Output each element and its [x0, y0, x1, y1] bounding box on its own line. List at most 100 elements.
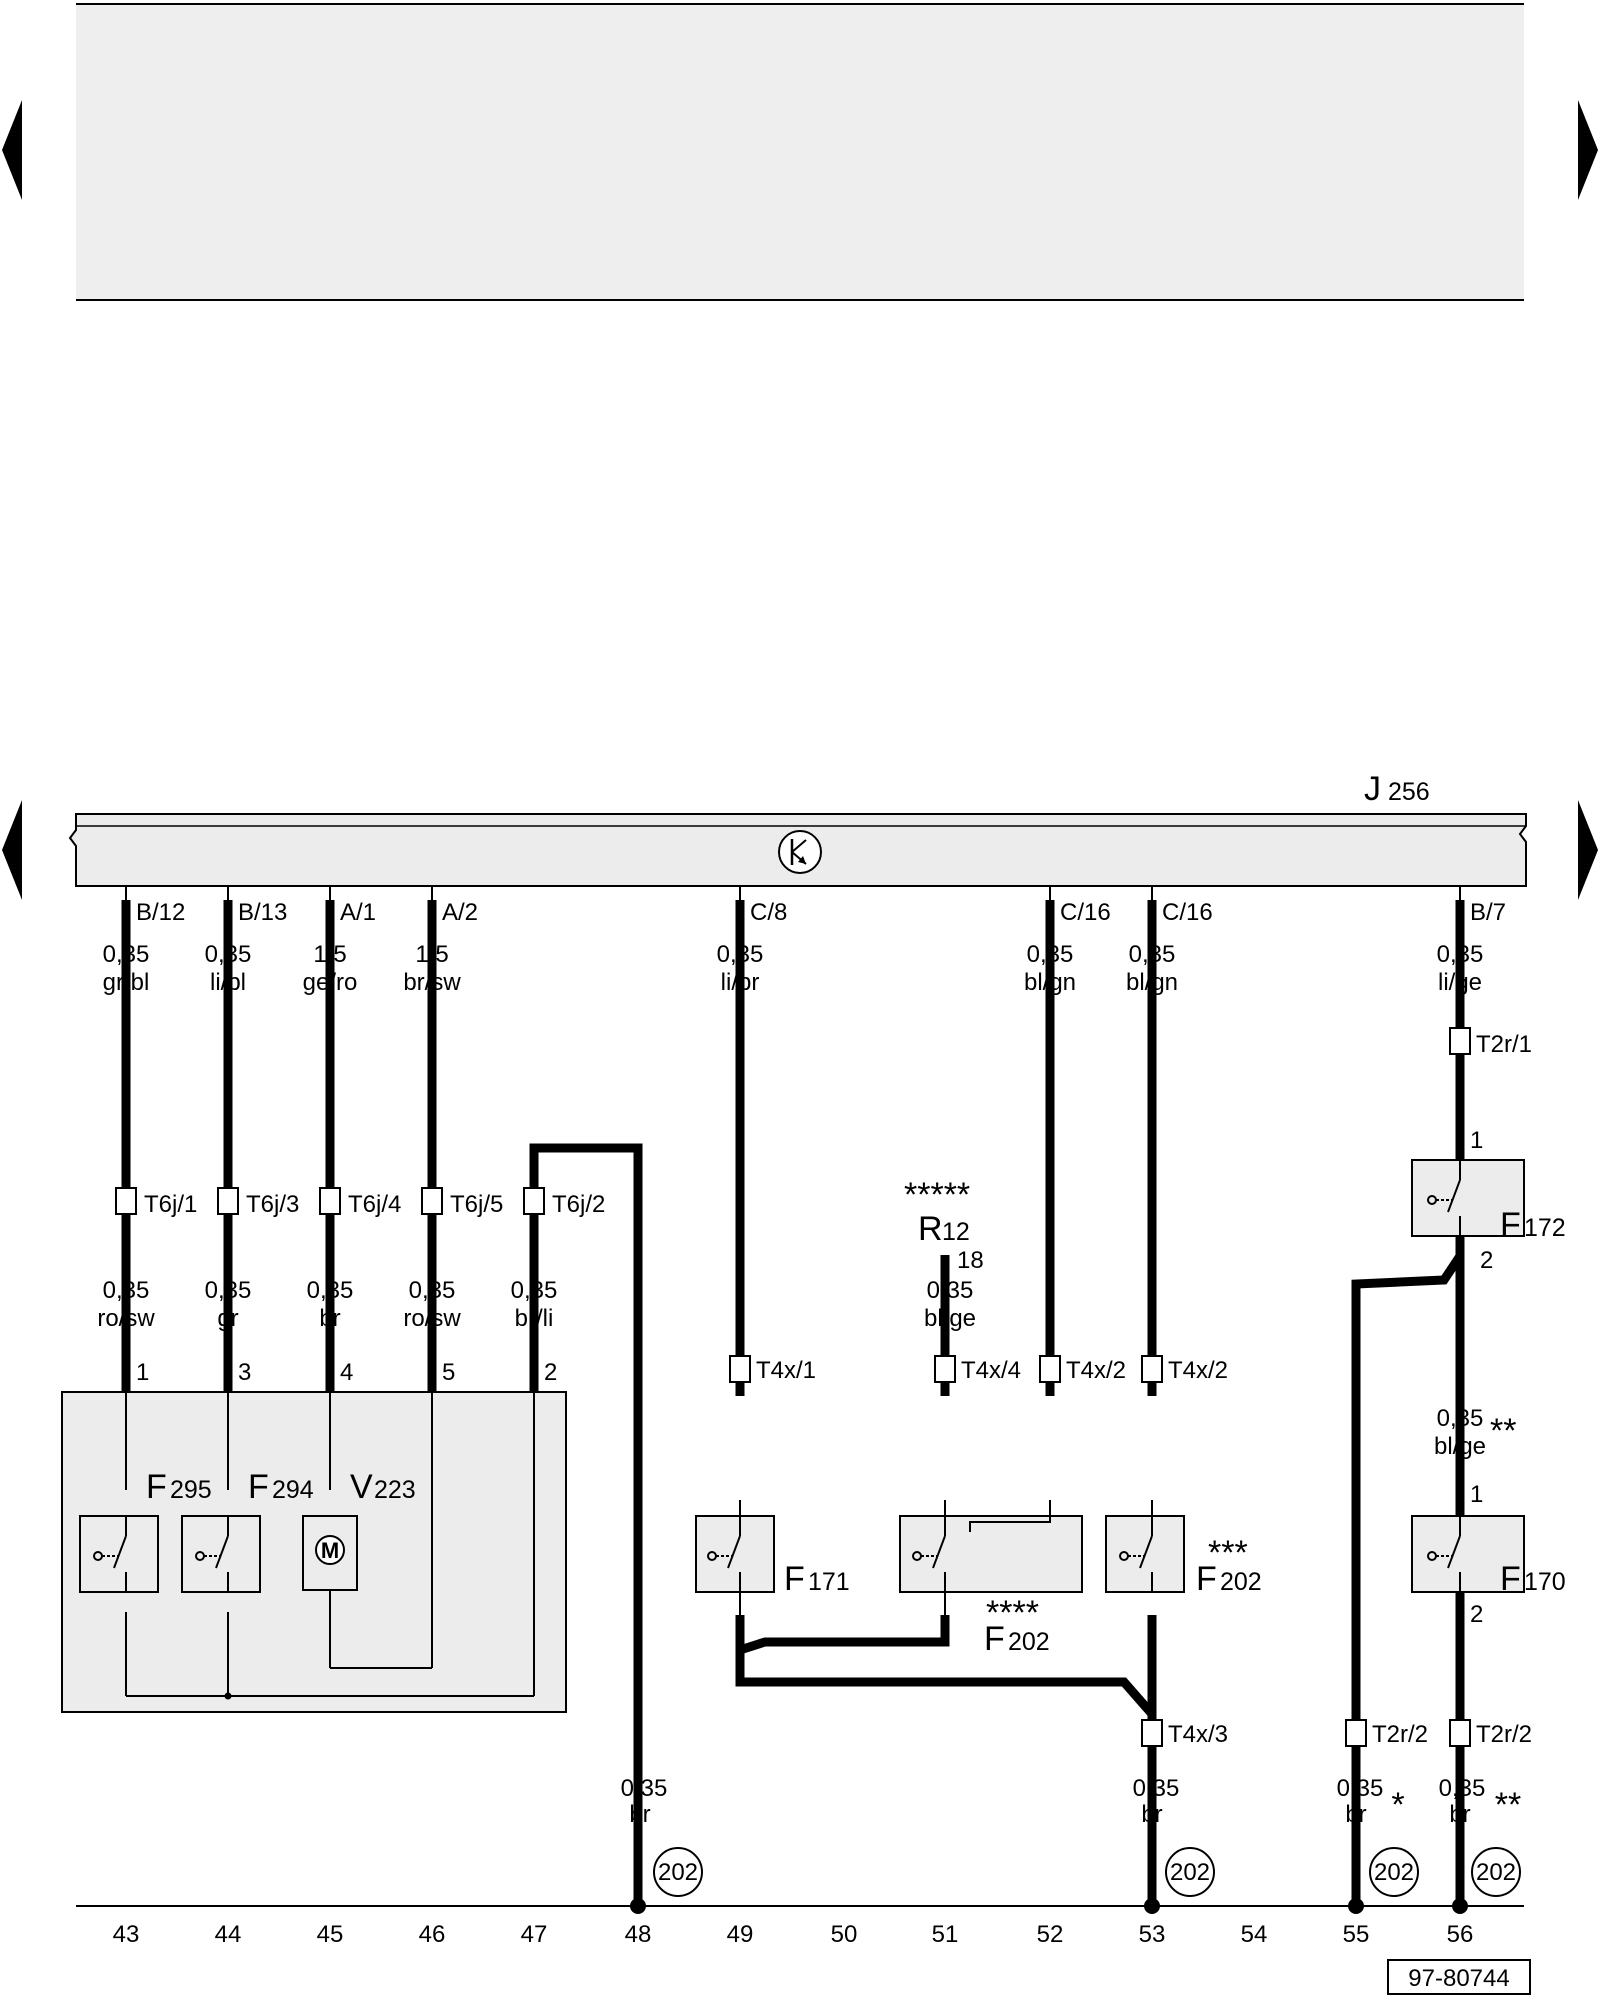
svg-text:T4x/2: T4x/2 [1168, 1357, 1228, 1384]
svg-text:5: 5 [442, 1359, 455, 1386]
lower-left-wire-labels: 0,35 ro/sw 0,35 gr 0,35 br 0,35 ro/sw 0,… [97, 1277, 557, 1332]
svg-text:48: 48 [625, 1921, 652, 1948]
svg-text:0,35: 0,35 [1439, 1775, 1486, 1802]
svg-text:ro/sw: ro/sw [403, 1305, 461, 1332]
connector-label: T6j/5 [450, 1191, 503, 1218]
svg-text:0,35: 0,35 [103, 1277, 150, 1304]
svg-text:172: 172 [1524, 1214, 1566, 1242]
wire-color: li/ge [1438, 969, 1482, 996]
svg-text:br: br [319, 1305, 340, 1332]
svg-text:2: 2 [1470, 1601, 1483, 1628]
wire-f171-t4x3 [735, 1640, 1156, 1717]
drawing-ref-box [1387, 1959, 1531, 1995]
svg-text:F: F [784, 1560, 805, 1598]
svg-text:gr: gr [217, 1305, 238, 1332]
connector-icon [421, 1187, 443, 1215]
svg-text:***: *** [1208, 1534, 1248, 1572]
ground-point-icon [653, 1847, 703, 1897]
svg-text:49: 49 [727, 1921, 754, 1948]
control-unit-number: 256 [1388, 778, 1430, 806]
connector-label: T6j/3 [246, 1191, 299, 1218]
wire-color: bl/gn [1024, 969, 1076, 996]
svg-text:F: F [248, 1468, 269, 1506]
connector-label: T6j/1 [144, 1191, 197, 1218]
svg-text:47: 47 [521, 1921, 548, 1948]
bar-stubs [125, 886, 1461, 900]
drawing-ref: 97-80744 [1408, 1965, 1509, 1992]
pin-label: A/2 [442, 899, 478, 926]
svg-text:**: ** [1495, 1786, 1521, 1824]
svg-text:52: 52 [1037, 1921, 1064, 1948]
svg-text:V: V [350, 1468, 373, 1506]
pin-label: C/16 [1060, 899, 1111, 926]
switch-f202-dual [899, 1515, 1083, 1593]
prev-section-arrow-icon[interactable] [2, 800, 22, 900]
svg-text:T2r/2: T2r/2 [1372, 1721, 1428, 1748]
wire-size: 0,35 [1437, 941, 1484, 968]
svg-text:F: F [984, 1620, 1005, 1658]
prev-page-arrow-icon[interactable] [2, 100, 22, 200]
svg-text:*****: ***** [904, 1176, 970, 1214]
wire-color: ge/ro [303, 969, 358, 996]
pin-label: C/16 [1162, 899, 1213, 926]
wire-size: 0,35 [717, 941, 764, 968]
svg-text:294: 294 [272, 1476, 314, 1504]
wire-size: 1,5 [313, 941, 346, 968]
svg-text:*: * [1391, 1786, 1404, 1824]
wire-col47-ground [529, 1143, 643, 1906]
top-panel [76, 3, 1524, 301]
svg-text:170: 170 [1524, 1568, 1566, 1596]
svg-text:br: br [1345, 1801, 1366, 1828]
next-section-arrow-icon[interactable] [1578, 800, 1598, 900]
svg-text:F: F [1500, 1206, 1521, 1244]
svg-text:T4x/4: T4x/4 [961, 1357, 1021, 1384]
connector-icon [523, 1187, 545, 1215]
wire-color: gr/bl [103, 969, 150, 996]
wire-color: li/br [721, 969, 760, 996]
svg-text:55: 55 [1343, 1921, 1370, 1948]
svg-text:202: 202 [1008, 1628, 1050, 1656]
wire-size: 0,35 [103, 941, 150, 968]
wire-color: bl/gn [1126, 969, 1178, 996]
right-components: T2r/1 1 2 F 172 0,35 bl/ge ** 1 2 F 170 … [1345, 1027, 1566, 1748]
svg-text:18: 18 [957, 1247, 984, 1274]
switch-f172 [1411, 1159, 1525, 1237]
connector-label: T6j/4 [348, 1191, 401, 1218]
svg-text:**: ** [1490, 1412, 1516, 1450]
motor-icon [315, 1535, 345, 1565]
svg-text:202: 202 [658, 1859, 698, 1886]
next-page-arrow-icon[interactable] [1578, 100, 1598, 200]
svg-text:53: 53 [1139, 1921, 1166, 1948]
svg-text:0,35: 0,35 [409, 1277, 456, 1304]
wire-size: 0,35 [205, 941, 252, 968]
svg-text:T2r/1: T2r/1 [1476, 1031, 1532, 1058]
svg-text:2: 2 [1480, 1247, 1493, 1274]
wire-color: li/bl [210, 969, 246, 996]
svg-text:43: 43 [113, 1921, 140, 1948]
svg-text:202: 202 [1374, 1859, 1414, 1886]
wire-col55-ground [1351, 1253, 1464, 1906]
svg-text:202: 202 [1476, 1859, 1516, 1886]
ground-points: 202 202 202 202 [653, 1847, 1521, 1897]
control-unit-bar: J 256 [68, 770, 1527, 887]
svg-text:br: br [1449, 1801, 1470, 1828]
svg-text:F: F [146, 1468, 167, 1506]
transistor-icon [778, 830, 822, 874]
module-box-left: 1 3 4 5 2 M F 295 F 294 V 223 [61, 1359, 567, 1713]
svg-text:56: 56 [1447, 1921, 1474, 1948]
control-unit-code: J [1364, 770, 1381, 808]
svg-text:4: 4 [340, 1359, 353, 1386]
svg-text:br: br [629, 1801, 650, 1828]
pin-label: A/1 [340, 899, 376, 926]
wire-size: 1,5 [415, 941, 448, 968]
top-panel-bg [76, 4, 1524, 300]
pin-label: B/7 [1470, 899, 1506, 926]
svg-text:0,35: 0,35 [1133, 1775, 1180, 1802]
svg-text:ro/sw: ro/sw [97, 1305, 155, 1332]
svg-text:295: 295 [170, 1476, 212, 1504]
svg-text:54: 54 [1241, 1921, 1268, 1948]
pin-label: B/12 [136, 899, 185, 926]
svg-text:****: **** [986, 1594, 1039, 1632]
